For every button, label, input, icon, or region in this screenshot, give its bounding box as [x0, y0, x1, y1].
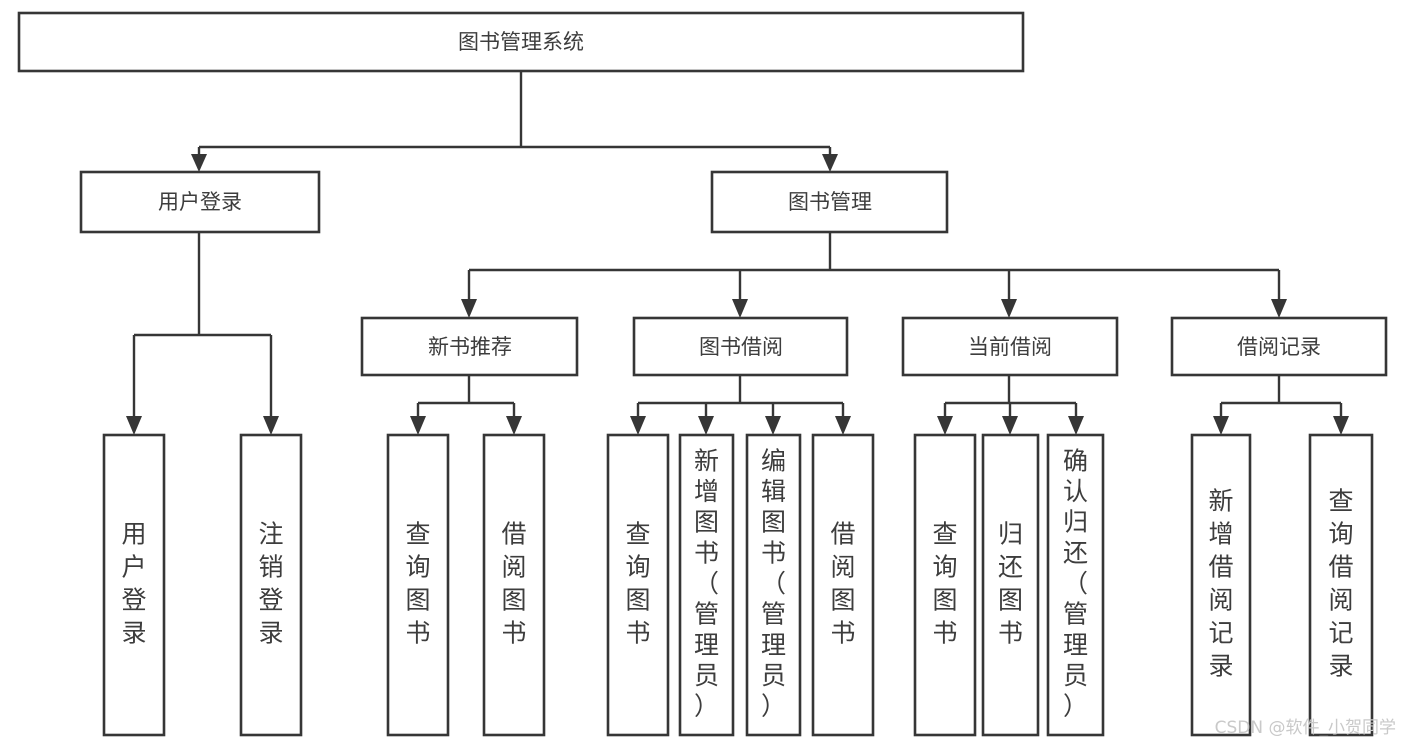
node-leaf-confirm-return-admin-box[interactable]: [1046, 433, 1105, 737]
node-leaf-edit-book-admin[interactable]: 编辑图书（管理员）: [745, 433, 802, 737]
node-leaf-add-book-admin-box[interactable]: [678, 433, 735, 737]
node-leaf-query-book-2[interactable]: 查询图书: [606, 433, 670, 737]
connector-layer: [126, 71, 1349, 435]
node-leaf-query-book-2-box[interactable]: [606, 433, 670, 737]
node-book-manage[interactable]: 图书管理: [710, 170, 949, 234]
csdn-watermark: CSDN @软件_小贺同学: [1215, 718, 1396, 738]
node-root[interactable]: 图书管理系统: [17, 11, 1025, 73]
arrowhead-leaf-query-book-3: [937, 416, 953, 435]
arrowhead-leaf-query-book-1: [410, 416, 426, 435]
arrowhead-leaf-confirm-return-admin: [1068, 416, 1084, 435]
node-leaf-query-borrow-record[interactable]: 查询借阅记录: [1308, 433, 1374, 737]
node-leaf-confirm-return-admin[interactable]: 确认归还（管理员）: [1046, 433, 1105, 737]
arrowhead-book-manage: [822, 154, 838, 172]
node-book-borrow[interactable]: 图书借阅: [632, 316, 849, 377]
node-root-label: 图书管理系统: [458, 30, 584, 54]
node-leaf-query-borrow-record-label: 查询借阅记录: [1328, 487, 1353, 681]
node-new-book-recommend[interactable]: 新书推荐: [360, 316, 579, 377]
node-leaf-add-borrow-record-box[interactable]: [1190, 433, 1252, 737]
arrowhead-leaf-user-login: [126, 416, 142, 435]
node-root-box[interactable]: [17, 11, 1025, 73]
node-leaf-add-book-admin-label: 新增图书（管理员）: [694, 446, 719, 720]
arrowhead-leaf-query-borrow-record: [1333, 416, 1349, 435]
leaf-node-layer: 用户登录 注销登录 查询图书 借阅图书 查询图书 新增图书（管理员） 编辑图书（管理员） 借阅…: [102, 433, 1374, 737]
node-borrow-record-box[interactable]: [1170, 316, 1388, 377]
node-current-borrow[interactable]: 当前借阅: [901, 316, 1119, 377]
node-leaf-borrow-book-2-label: 借阅图书: [830, 520, 855, 648]
node-borrow-record[interactable]: 借阅记录: [1170, 316, 1388, 377]
node-leaf-return-book-label: 归还图书: [998, 520, 1023, 648]
node-leaf-query-borrow-record-box[interactable]: [1308, 433, 1374, 737]
arrowhead-user-login: [191, 154, 207, 172]
node-current-borrow-label: 当前借阅: [968, 335, 1052, 359]
node-leaf-user-login-label: 用户登录: [121, 520, 146, 648]
node-leaf-logout-label: 注销登录: [258, 520, 283, 648]
node-leaf-borrow-book-1[interactable]: 借阅图书: [482, 433, 546, 737]
node-leaf-edit-book-admin-label: 编辑图书（管理员）: [761, 446, 786, 720]
node-user-login-label: 用户登录: [158, 190, 242, 214]
arrowhead-leaf-logout: [263, 416, 279, 435]
node-current-borrow-box[interactable]: [901, 316, 1119, 377]
node-leaf-query-book-1[interactable]: 查询图书: [386, 433, 450, 737]
arrowhead-book-borrow: [732, 299, 748, 318]
node-leaf-confirm-return-admin-label: 确认归还（管理员）: [1063, 446, 1088, 720]
arrowhead-leaf-return-book: [1002, 416, 1018, 435]
node-user-login-box[interactable]: [79, 170, 321, 234]
node-leaf-borrow-book-2[interactable]: 借阅图书: [811, 433, 875, 737]
arrowhead-leaf-borrow-book-1: [506, 416, 522, 435]
arrowhead-borrow-record: [1271, 299, 1287, 318]
node-leaf-query-book-1-label: 查询图书: [405, 520, 430, 648]
node-new-book-recommend-label: 新书推荐: [428, 335, 512, 359]
node-leaf-query-book-1-box[interactable]: [386, 433, 450, 737]
arrowhead-leaf-query-book-2: [630, 416, 646, 435]
arrowhead-current-borrow: [1001, 299, 1017, 318]
node-leaf-logout[interactable]: 注销登录: [239, 433, 303, 737]
arrowhead-leaf-borrow-book-2: [835, 416, 851, 435]
arrowhead-new-book-recommend: [461, 299, 477, 318]
node-leaf-logout-box[interactable]: [239, 433, 303, 737]
node-book-borrow-label: 图书借阅: [699, 335, 783, 359]
node-leaf-user-login[interactable]: 用户登录: [102, 433, 166, 737]
node-leaf-add-borrow-record[interactable]: 新增借阅记录: [1190, 433, 1252, 737]
node-borrow-record-label: 借阅记录: [1237, 335, 1321, 359]
node-leaf-borrow-book-2-box[interactable]: [811, 433, 875, 737]
node-leaf-borrow-book-1-box[interactable]: [482, 433, 546, 737]
node-book-manage-box[interactable]: [710, 170, 949, 234]
node-book-borrow-box[interactable]: [632, 316, 849, 377]
node-new-book-recommend-box[interactable]: [360, 316, 579, 377]
node-leaf-return-book[interactable]: 归还图书: [981, 433, 1040, 737]
arrowhead-leaf-edit-book-admin: [765, 416, 781, 435]
node-leaf-query-book-3[interactable]: 查询图书: [913, 433, 977, 737]
node-leaf-query-book-3-label: 查询图书: [932, 520, 957, 648]
node-leaf-add-borrow-record-label: 新增借阅记录: [1208, 487, 1233, 681]
node-leaf-return-book-box[interactable]: [981, 433, 1040, 737]
arrowhead-leaf-add-book-admin: [698, 416, 714, 435]
node-book-manage-label: 图书管理: [788, 190, 872, 214]
node-leaf-user-login-box[interactable]: [102, 433, 166, 737]
node-leaf-query-book-2-label: 查询图书: [625, 520, 650, 648]
node-leaf-query-book-3-box[interactable]: [913, 433, 977, 737]
node-user-login[interactable]: 用户登录: [79, 170, 321, 234]
arrowhead-leaf-add-borrow-record: [1213, 416, 1229, 435]
node-leaf-add-book-admin[interactable]: 新增图书（管理员）: [678, 433, 735, 737]
node-leaf-borrow-book-1-label: 借阅图书: [501, 520, 526, 648]
node-leaf-edit-book-admin-box[interactable]: [745, 433, 802, 737]
